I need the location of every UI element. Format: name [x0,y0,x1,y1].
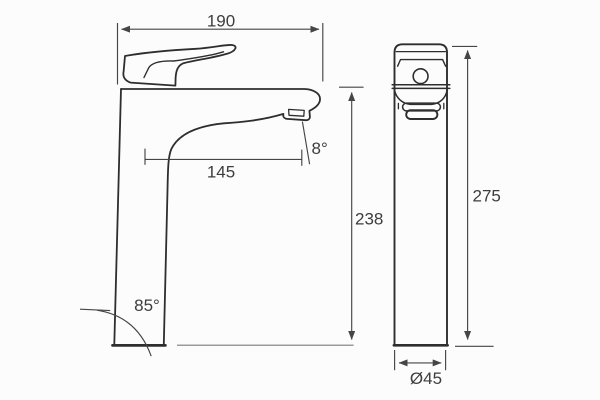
label-overall-width: 190 [207,11,235,30]
label-base-angle: 85° [134,296,160,315]
label-base-diameter: Ø45 [410,369,442,388]
side-view [111,44,321,347]
front-body-outline [393,43,448,345]
label-spout-angle: 8° [312,139,328,158]
dimension-lines [79,23,494,371]
label-total-height: 275 [473,187,501,206]
lever-handle-inner-line [143,51,225,79]
aerator-front-ring [405,109,439,120]
dim-85deg-arc [96,309,152,357]
dimension-labels: 190 145 8° 238 85° 275 Ø45 [134,11,501,388]
lever-handle-outline [122,44,237,87]
body-spout-silhouette [120,88,321,346]
label-spout-reach: 145 [207,163,235,182]
dim-8deg-slant-line [301,121,311,165]
dim-85deg-tangent-line [79,308,111,312]
label-spout-height: 238 [355,210,383,229]
spout-front-bowl [393,89,448,106]
handle-front-blade-line [396,58,447,67]
body-back-edge [113,88,122,346]
aerator-side-inner [287,108,305,117]
front-view [391,43,451,347]
handle-indicator-dot [412,67,429,85]
